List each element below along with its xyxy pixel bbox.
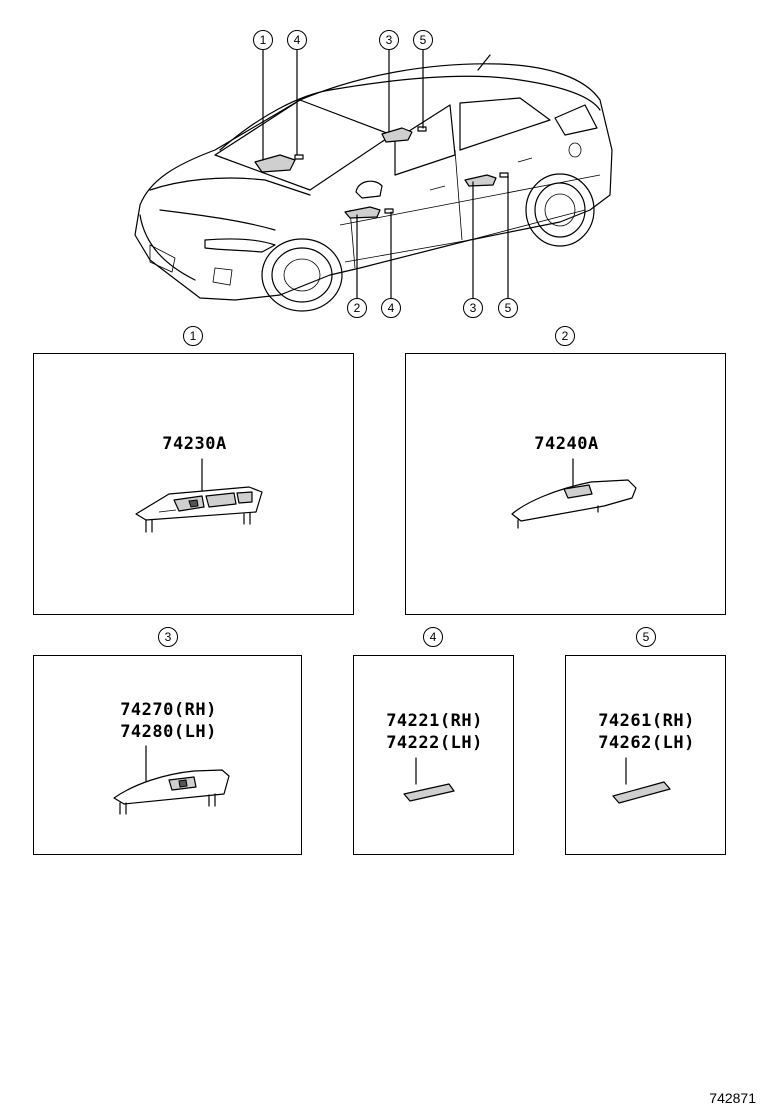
panel-1-callout: 1 bbox=[183, 326, 203, 346]
callout-4-bottom: 4 bbox=[381, 298, 401, 318]
part-number-74270-rh: 74270(RH) bbox=[120, 700, 217, 720]
part-number-74280-lh: 74280(LH) bbox=[120, 722, 217, 742]
callout-4-top: 4 bbox=[287, 30, 307, 50]
callout-3-bottom: 3 bbox=[463, 298, 483, 318]
part-number-74222-lh: 74222(LH) bbox=[386, 733, 483, 753]
passenger-switch-bezel-drawing bbox=[511, 458, 637, 529]
part-number-74240A: 74240A bbox=[534, 434, 599, 454]
ornament-5-drawing bbox=[612, 757, 671, 804]
panel-4: 74221(RH) 74222(LH) bbox=[353, 655, 514, 855]
panel-4-callout: 4 bbox=[423, 627, 443, 647]
panel-2: 74240A bbox=[405, 353, 726, 615]
callout-5-bottom: 5 bbox=[498, 298, 518, 318]
callout-1-top: 1 bbox=[253, 30, 273, 50]
callout-3-top: 3 bbox=[379, 30, 399, 50]
panel-3: 74270(RH) 74280(LH) bbox=[33, 655, 302, 855]
rear-switch-bezel-drawing bbox=[113, 745, 230, 815]
part-number-74221-rh: 74221(RH) bbox=[386, 711, 483, 731]
panel-1: 74230A bbox=[33, 353, 354, 615]
panel-2-callout: 2 bbox=[555, 326, 575, 346]
part-number-74230A: 74230A bbox=[162, 434, 227, 454]
callout-5-top: 5 bbox=[413, 30, 433, 50]
panel-5-callout: 5 bbox=[636, 627, 656, 647]
panel-5: 74261(RH) 74262(LH) bbox=[565, 655, 726, 855]
ornament-4-drawing bbox=[403, 757, 455, 802]
part-number-74262-lh: 74262(LH) bbox=[598, 733, 695, 753]
figure-id: 742871 bbox=[709, 1090, 756, 1106]
car-illustration bbox=[134, 49, 613, 312]
part-number-74261-rh: 74261(RH) bbox=[598, 711, 695, 731]
panel-3-callout: 3 bbox=[158, 627, 178, 647]
callout-2-bottom: 2 bbox=[347, 298, 367, 318]
master-switch-bezel-drawing bbox=[135, 458, 263, 533]
